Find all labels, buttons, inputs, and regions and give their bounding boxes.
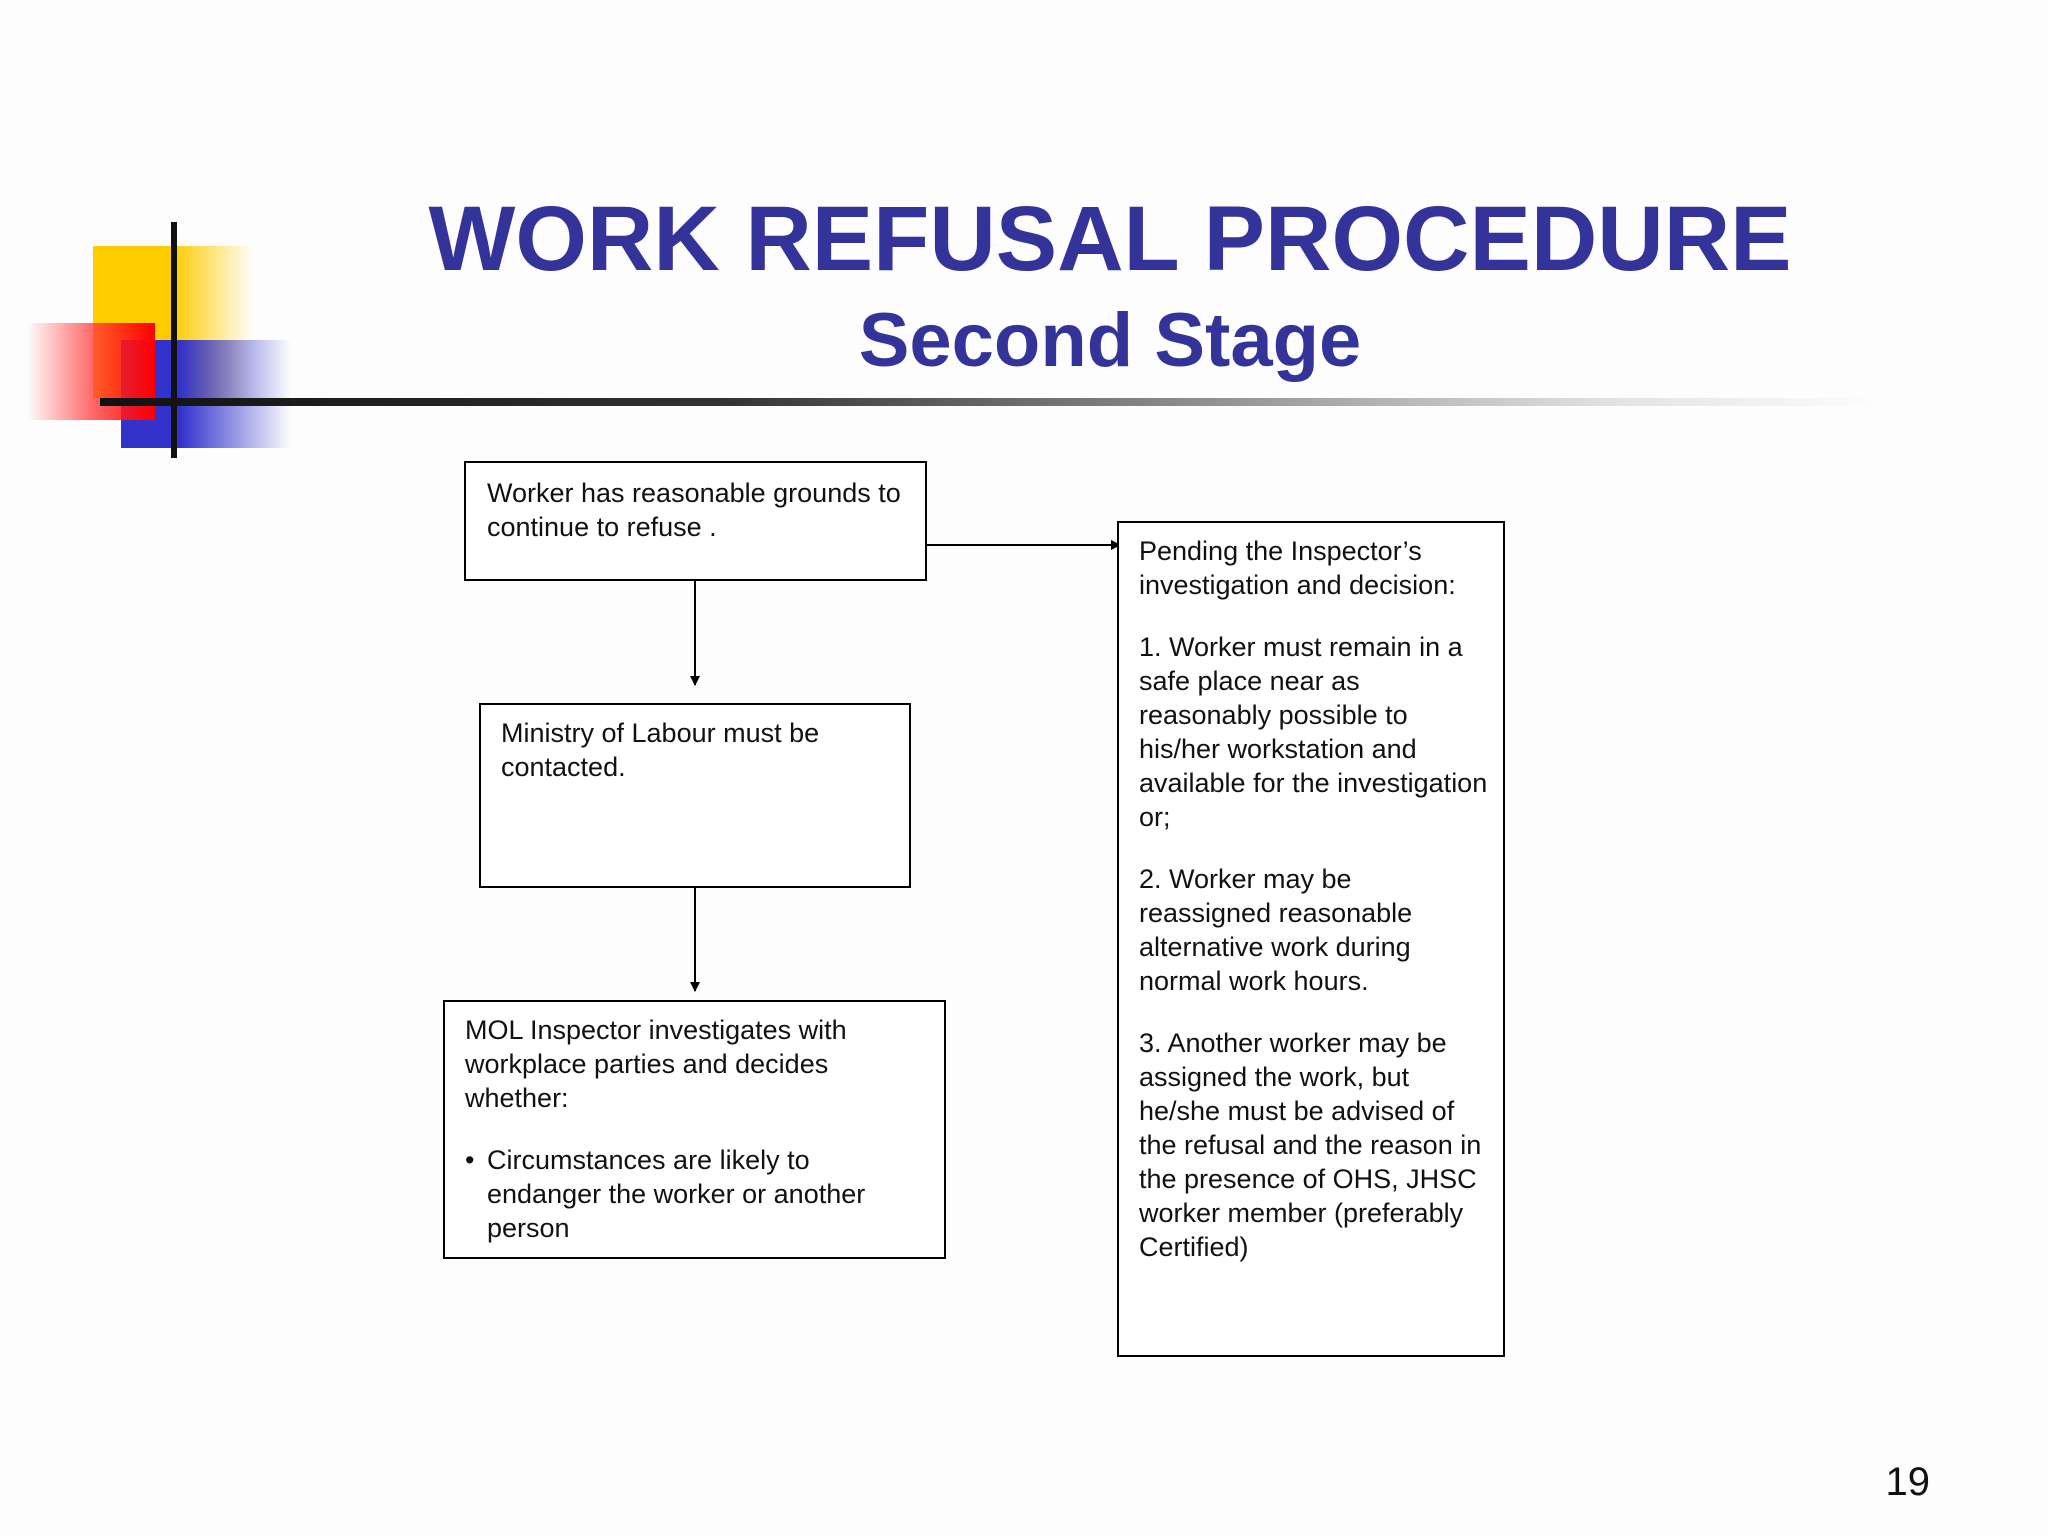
flow-box-reasonable-grounds: Worker has reasonable grounds to continu… [464, 461, 927, 581]
inspector-intro-text: MOL Inspector investigates with workplac… [465, 1015, 847, 1113]
title-underline-divider [100, 398, 1880, 406]
reasonable-grounds-text: Worker has reasonable grounds to continu… [487, 478, 901, 542]
inspector-bullet-item: • Circumstances are likely to endanger t… [465, 1143, 928, 1245]
pending-item-1: 1. Worker must remain in a safe place ne… [1139, 632, 1488, 832]
pending-intro-text: Pending the Inspector’s investigation an… [1139, 536, 1456, 600]
bullet-icon: • [465, 1145, 475, 1175]
decorative-vertical-line [171, 222, 177, 458]
slide-subtitle: Second Stage [858, 298, 1362, 383]
flow-box-ministry-contact: Ministry of Labour must be contacted. [479, 703, 911, 888]
flow-box-inspector-investigation: MOL Inspector investigates with workplac… [443, 1000, 946, 1259]
page-number: 19 [1885, 1460, 1931, 1504]
slide-title: WORK REFUSAL PROCEDURE [428, 188, 1792, 290]
pending-item-2: 2. Worker may be reassigned reasonable a… [1139, 864, 1413, 996]
flow-box-pending-decision: Pending the Inspector’s investigation an… [1117, 521, 1505, 1357]
pending-item-3: 3. Another worker may be assigned the wo… [1139, 1028, 1482, 1262]
inspector-bullet-text: Circumstances are likely to endanger the… [487, 1145, 866, 1243]
ministry-contact-text: Ministry of Labour must be contacted. [501, 718, 820, 782]
